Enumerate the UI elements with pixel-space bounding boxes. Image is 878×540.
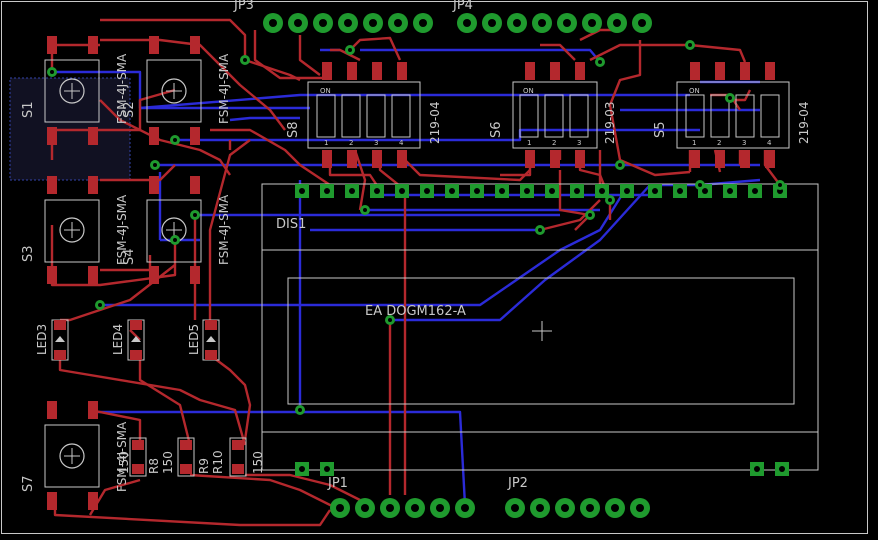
s8-pin2: 2 xyxy=(349,139,353,147)
s5-pin2: 2 xyxy=(717,139,721,147)
s1-label: S1 xyxy=(21,101,36,118)
switch-s3: S3 xyxy=(21,176,100,284)
s4-label: S4 xyxy=(122,248,137,265)
s6-on: ON xyxy=(523,87,534,95)
s6-pin2: 2 xyxy=(552,139,556,147)
header-jp2: JP2 xyxy=(505,476,650,518)
dip-switch-s6: ON 1 2 3 S6 219-03 xyxy=(489,62,617,168)
r8-label: R8 xyxy=(147,458,161,474)
led-4: LED4 xyxy=(111,319,145,361)
r9-value: 150 xyxy=(161,451,175,474)
switch-s1: S1 xyxy=(21,36,100,145)
header-jp3: JP3 xyxy=(233,0,433,33)
switch-s7: S7 FSM-4J-SMA xyxy=(21,401,129,510)
s4-model: FSM-4J-SMA xyxy=(115,194,129,265)
led3-label: LED3 xyxy=(35,324,49,355)
r8-value: 150 xyxy=(117,451,131,474)
vias xyxy=(47,40,785,415)
jp4-label: JP4 xyxy=(452,0,473,13)
s8-pin1: 1 xyxy=(324,139,328,147)
dis1-label: DIS1 xyxy=(276,217,306,232)
s6-part: 219-03 xyxy=(603,101,617,144)
led-5: LED5 xyxy=(187,319,220,361)
s5-on: ON xyxy=(689,87,700,95)
r9-label: R9 xyxy=(197,458,211,474)
s8-on: ON xyxy=(320,87,331,95)
jp1-label: JP1 xyxy=(327,476,348,491)
led5-label: LED5 xyxy=(187,324,201,355)
s8-label: S8 xyxy=(286,121,301,138)
board-outline xyxy=(1,1,868,534)
s3-label: S3 xyxy=(21,245,36,262)
s7-model: FSM-4J-SMA xyxy=(115,421,129,492)
r10-value: 150 xyxy=(251,451,265,474)
switch-s2: S2 FSM-4J-SMA FSM-4J-SMA xyxy=(115,36,231,145)
led4-label: LED4 xyxy=(111,324,125,355)
s5-pin1: 1 xyxy=(692,139,696,147)
resistor-r8: R8 150 xyxy=(117,437,161,477)
resistor-r10: R10 150 xyxy=(211,437,265,477)
led-3: LED3 xyxy=(35,319,69,361)
s8-pin3: 3 xyxy=(374,139,378,147)
s5-label: S5 xyxy=(653,121,668,138)
dis1-part: EA DOGM162-A xyxy=(365,304,466,319)
s2-label: S2 xyxy=(122,101,137,118)
dip-switch-s5: ON 1 2 3 4 S5 219-04 xyxy=(653,62,811,168)
s5-pin3: 3 xyxy=(742,139,746,147)
header-jp4: JP4 xyxy=(452,0,652,33)
s5-pin4: 4 xyxy=(767,139,772,147)
header-jp1: JP1 xyxy=(327,476,475,518)
jp3-label: JP3 xyxy=(233,0,254,13)
s8-part: 219-04 xyxy=(428,101,442,144)
s6-pin1: 1 xyxy=(527,139,531,147)
dip-switch-s8: ON 1 2 3 4 S8 219-04 xyxy=(286,62,442,168)
s4-model-2: FSM-4J-SMA xyxy=(217,194,231,265)
jp2-label: JP2 xyxy=(507,476,528,491)
s7-label: S7 xyxy=(21,475,36,492)
s6-label: S6 xyxy=(489,121,504,138)
switch-s4: S4 FSM-4J-SMA FSM-4J-SMA xyxy=(115,176,231,284)
s8-pin4: 4 xyxy=(399,139,404,147)
s5-part: 219-04 xyxy=(797,101,811,144)
display-dis1: DIS1 EA DOGM162-A xyxy=(261,183,819,476)
s2-model-2: FSM-4J-SMA xyxy=(217,53,231,124)
r10-label: R10 xyxy=(211,450,225,474)
resistor-r9: R9 150 xyxy=(161,437,211,477)
s2-model: FSM-4J-SMA xyxy=(115,53,129,124)
s6-pin3: 3 xyxy=(577,139,581,147)
